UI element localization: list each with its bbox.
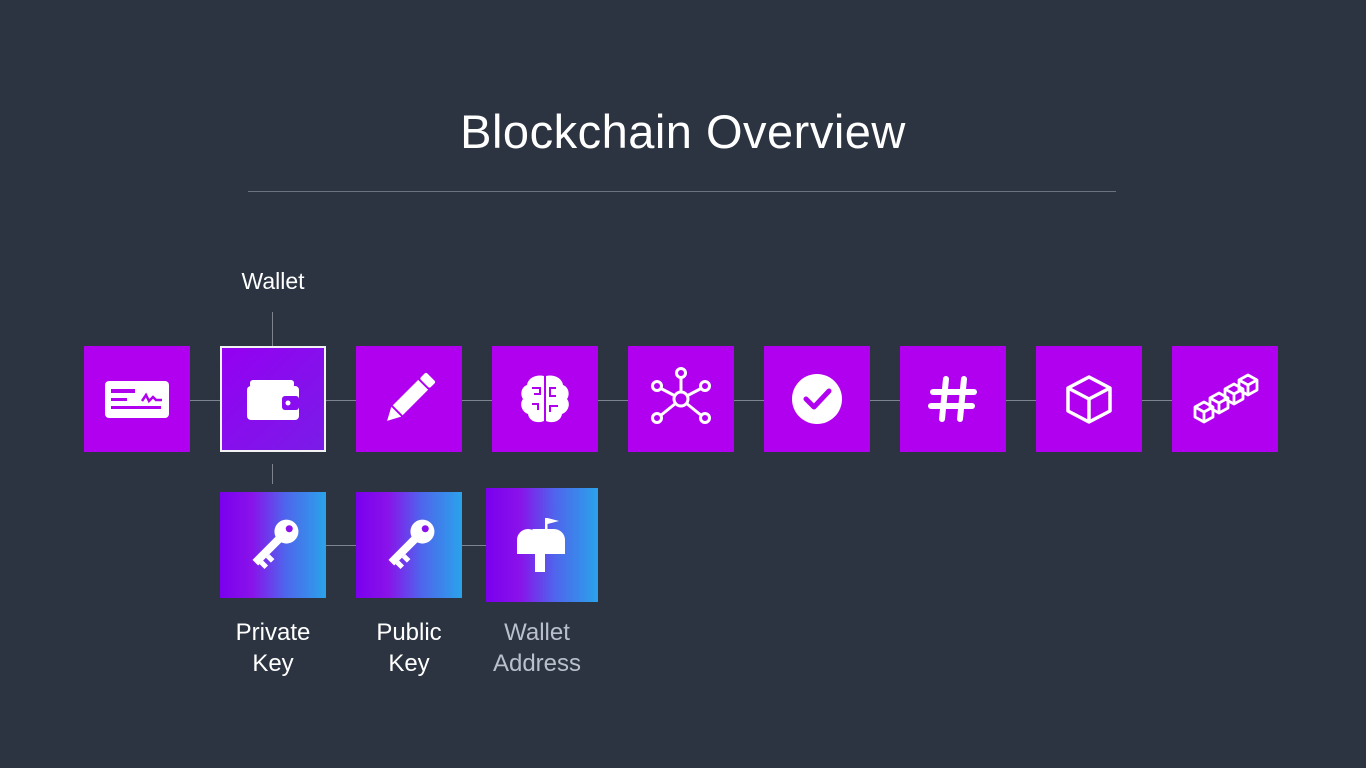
sub-row-connector-1	[326, 545, 356, 546]
tile-public-key[interactable]	[356, 492, 462, 598]
sub-row-connector-2	[462, 545, 486, 546]
brain-icon	[521, 375, 569, 423]
cube-icon	[1066, 375, 1112, 424]
wallet-icon	[247, 380, 299, 420]
wallet-address-label-line1: Wallet	[504, 619, 570, 646]
tile-hash[interactable]	[900, 346, 1006, 452]
slide-title: Blockchain Overview	[460, 105, 906, 158]
title-divider	[248, 191, 1116, 192]
wallet-label-connector	[272, 312, 273, 346]
wallet-address-label-line2: Address	[492, 650, 582, 677]
public-key-label-line2: Key	[388, 650, 430, 677]
mailbox-icon	[517, 518, 565, 572]
tile-check-circle[interactable]	[764, 346, 870, 452]
tile-cubes-chain[interactable]	[1172, 346, 1278, 452]
key-icon	[388, 519, 435, 570]
wallet-address-label: Wallet Address	[472, 617, 602, 679]
public-key-label: Public Key	[344, 617, 474, 679]
tile-private-key[interactable]	[220, 492, 326, 598]
hash-icon	[928, 376, 977, 422]
cubes-chain-icon	[1193, 373, 1259, 424]
private-key-label-line2: Key	[252, 650, 294, 677]
pencil-icon	[387, 372, 436, 421]
wallet-label: Wallet	[241, 268, 305, 294]
network-icon	[651, 367, 711, 424]
tile-check-document[interactable]	[84, 346, 190, 452]
wallet-down-connector	[272, 464, 273, 484]
key-icon	[252, 519, 299, 570]
private-key-label-line1: Private	[235, 619, 311, 646]
tile-wallet[interactable]	[220, 346, 326, 452]
check-document-icon	[105, 381, 169, 418]
tile-network[interactable]	[628, 346, 734, 452]
check-circle-icon	[792, 374, 842, 424]
public-key-label-line1: Public	[376, 619, 442, 646]
private-key-label: Private Key	[208, 617, 338, 679]
tile-pencil[interactable]	[356, 346, 462, 452]
tile-cube[interactable]	[1036, 346, 1142, 452]
tile-brain[interactable]	[492, 346, 598, 452]
tile-wallet-address[interactable]	[486, 488, 598, 602]
